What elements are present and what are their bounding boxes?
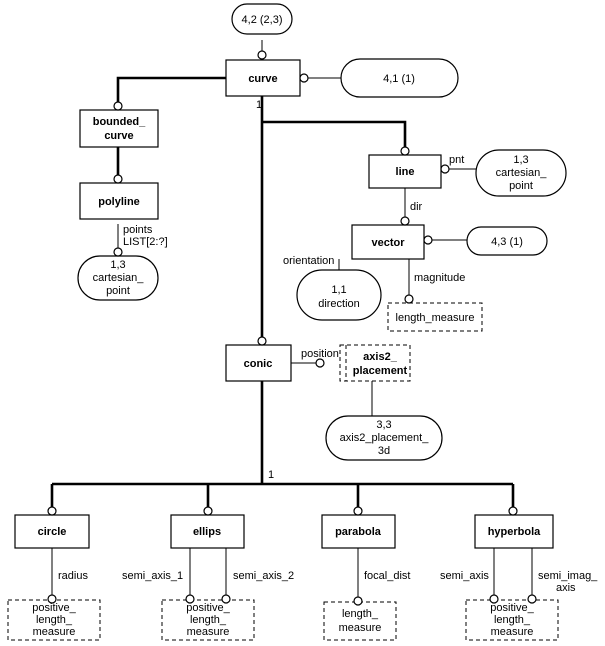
svg-text:measure: measure	[187, 626, 230, 638]
svg-text:vector: vector	[371, 237, 405, 249]
label-semi-axis-1: semi_axis_1	[122, 570, 183, 582]
svg-text:curve: curve	[248, 73, 277, 85]
svg-text:measure: measure	[491, 626, 534, 638]
svg-text:measure: measure	[339, 622, 382, 634]
label-magnitude: magnitude	[414, 272, 465, 284]
label-radius: radius	[58, 570, 88, 582]
label-position: position	[301, 348, 339, 360]
svg-text:line: line	[396, 166, 415, 178]
svg-text:curve: curve	[104, 130, 133, 142]
svg-text:conic: conic	[244, 358, 273, 370]
label-orientation: orientation	[283, 255, 334, 267]
entity-curve: curve	[225, 59, 301, 97]
svg-text:length_measure: length_measure	[396, 312, 475, 324]
svg-text:placement: placement	[353, 365, 408, 377]
svg-text:point: point	[509, 180, 533, 192]
relationship-circles	[47, 50, 537, 606]
svg-text:ellips: ellips	[193, 526, 221, 538]
entity-conic: conic	[225, 344, 292, 382]
entity-length-measure: length_measure	[387, 302, 483, 332]
entity-ellips: ellips	[170, 514, 245, 549]
entity-axis2-placement: axis2_ placement	[339, 344, 411, 382]
labels: 1 1 points LIST[2:?] pnt dir orientation…	[58, 99, 598, 594]
entity-line: line	[368, 154, 442, 189]
label-dir: dir	[410, 201, 423, 213]
svg-text:4,1 (1): 4,1 (1)	[383, 73, 415, 85]
svg-text:3,3: 3,3	[376, 419, 391, 431]
entity-parabola: parabola	[321, 514, 396, 549]
svg-text:4,2 (2,3): 4,2 (2,3)	[242, 14, 283, 26]
label-semi-axis: semi_axis	[440, 570, 489, 582]
svg-text:1,1: 1,1	[331, 284, 346, 296]
entity-vector: vector	[351, 224, 425, 260]
svg-text:axis2_: axis2_	[363, 351, 398, 363]
entity-positive-length-measure-hyperbola: positive_ length_ measure	[465, 599, 559, 641]
svg-text:circle: circle	[38, 526, 67, 538]
label-semi-axis-2: semi_axis_2	[233, 570, 294, 582]
svg-text:bounded_: bounded_	[93, 116, 146, 128]
svg-text:1,3: 1,3	[110, 259, 125, 271]
ref-axis2-placement-3d: 3,3 axis2_placement_ 3d	[325, 415, 443, 461]
ref-cartesian-point-line: 1,3 cartesian_ point	[475, 149, 567, 197]
svg-text:hyperbola: hyperbola	[488, 526, 541, 538]
svg-text:polyline: polyline	[98, 196, 140, 208]
svg-text:axis2_placement_: axis2_placement_	[340, 432, 430, 444]
svg-text:length_: length_	[190, 614, 227, 626]
entity-positive-length-measure-ellips: positive_ length_ measure	[161, 599, 255, 641]
svg-text:direction: direction	[318, 298, 360, 310]
ref-direction: 1,1 direction	[296, 269, 382, 321]
svg-text:cartesian_: cartesian_	[496, 167, 548, 179]
ref-curve-right: 4,1 (1)	[340, 58, 459, 98]
svg-text:positive_: positive_	[32, 602, 76, 614]
entity-bounded-curve: bounded_ curve	[79, 109, 159, 148]
entity-length-measure-parabola: length_ measure	[323, 601, 397, 641]
svg-text:4,3 (1): 4,3 (1)	[491, 236, 523, 248]
label-list: LIST[2:?]	[123, 236, 168, 248]
entity-polyline: polyline	[79, 182, 159, 220]
ref-vector-right: 4,3 (1)	[466, 226, 548, 256]
subtype-lines	[50, 76, 515, 510]
svg-text:point: point	[106, 285, 130, 297]
label-semi-imag-axis: semi_imag_	[538, 570, 598, 582]
svg-text:positive_: positive_	[490, 602, 534, 614]
svg-text:length_: length_	[342, 608, 379, 620]
svg-text:3d: 3d	[378, 445, 390, 457]
label-focal-dist: focal_dist	[364, 570, 410, 582]
cardinality-conic: 1	[268, 469, 274, 481]
svg-text:length_: length_	[36, 614, 73, 626]
label-points: points	[123, 224, 153, 236]
entity-positive-length-measure-circle: positive_ length_ measure	[7, 599, 101, 641]
ref-cartesian-point-polyline: 1,3 cartesian_ point	[77, 255, 159, 301]
svg-text:measure: measure	[33, 626, 76, 638]
svg-text:1,3: 1,3	[513, 154, 528, 166]
entity-circle: circle	[14, 514, 90, 549]
label-semi-imag-axis-2: axis	[556, 582, 576, 594]
svg-text:cartesian_: cartesian_	[93, 272, 145, 284]
svg-text:parabola: parabola	[335, 526, 382, 538]
entity-hyperbola: hyperbola	[474, 514, 554, 549]
label-pnt: pnt	[449, 154, 464, 166]
svg-text:positive_: positive_	[186, 602, 230, 614]
cardinality-curve: 1	[256, 99, 262, 111]
svg-text:length_: length_	[494, 614, 531, 626]
ref-top: 4,2 (2,3)	[231, 3, 293, 35]
